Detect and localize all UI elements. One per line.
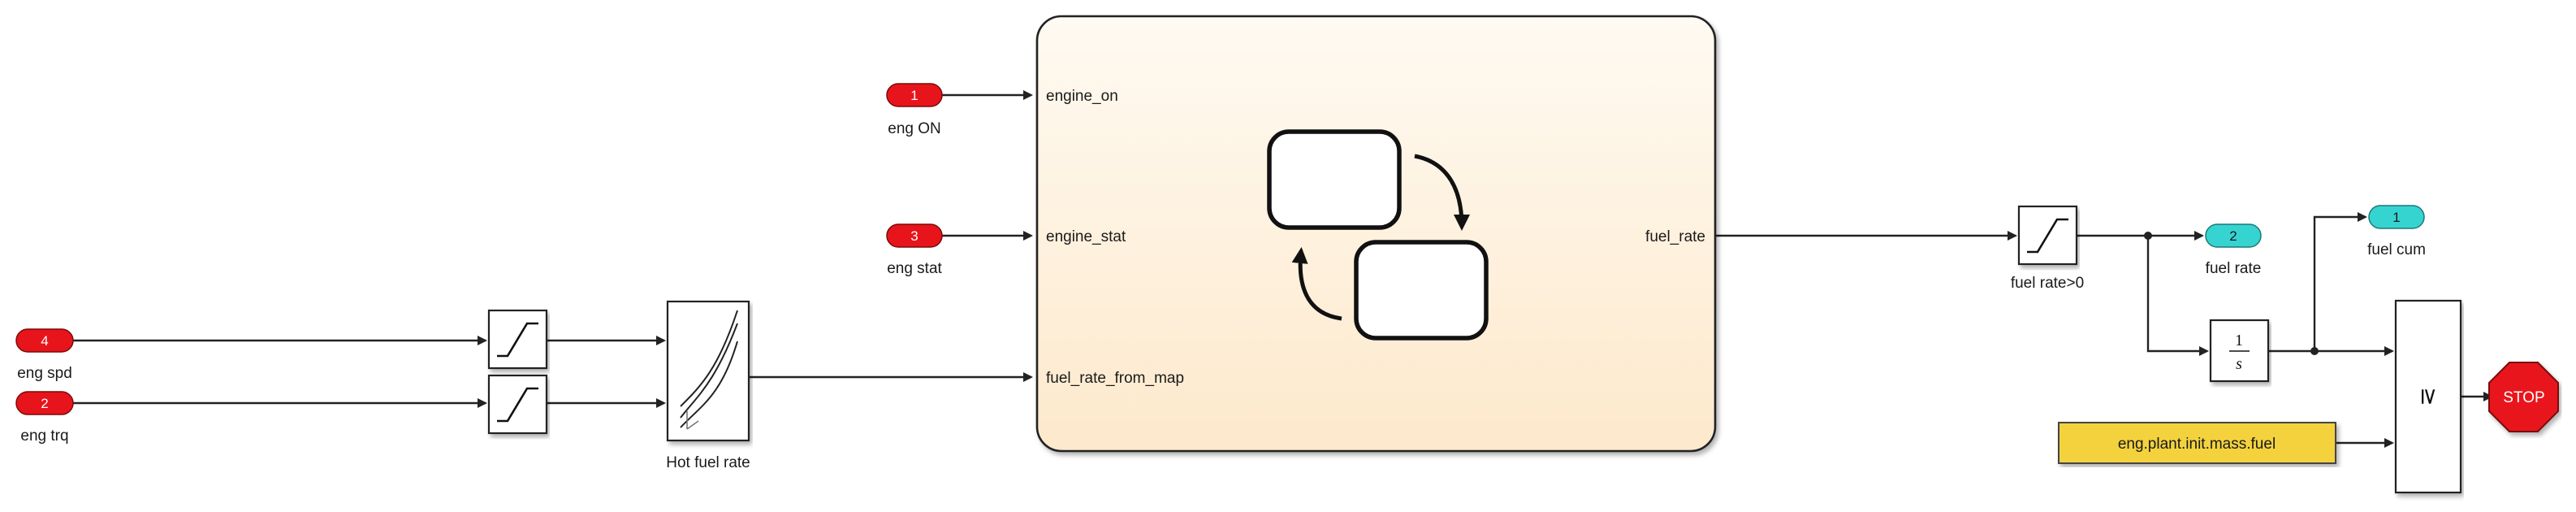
- lookup-block-label: Hot fuel rate: [666, 454, 750, 471]
- outport-label: fuel rate: [2206, 260, 2262, 277]
- outport-number: 1: [2392, 210, 2400, 225]
- saturation-block-spd[interactable]: [487, 309, 548, 370]
- stateflow-chart-block[interactable]: engine_on engine_stat fuel_rate_from_map…: [1035, 15, 1717, 453]
- saturation-icon: [2027, 218, 2068, 254]
- branch-point: [2310, 347, 2319, 355]
- branch-point: [2144, 232, 2152, 240]
- inport-label: eng spd: [17, 365, 72, 382]
- wire-integrator-outport1: [2313, 212, 2367, 351]
- outport-fuel-cum[interactable]: 1 fuel cum: [2367, 205, 2426, 258]
- outport-label: fuel cum: [2367, 241, 2426, 258]
- integrator-block[interactable]: 1 s: [2209, 319, 2270, 383]
- stateflow-icon: [1267, 129, 1489, 341]
- saturation-icon: [497, 387, 538, 423]
- inport-label: eng trq: [20, 427, 68, 445]
- constant-value: eng.plant.init.mass.fuel: [2118, 436, 2276, 453]
- inport-label: eng stat: [887, 260, 942, 277]
- inport-number: 1: [910, 88, 918, 103]
- saturation-block-trq[interactable]: [487, 374, 548, 435]
- greater-equal-icon: ≥: [2416, 387, 2443, 406]
- wire-sat-integrator: [2146, 236, 2209, 356]
- inport-eng-trq[interactable]: 2 eng trq: [15, 391, 74, 445]
- relational-operator-block[interactable]: ≥: [2394, 299, 2462, 494]
- inport-eng-spd[interactable]: 4 eng spd: [15, 328, 74, 382]
- inport-label: eng ON: [888, 120, 940, 137]
- integrator-numerator: 1: [2235, 332, 2243, 349]
- saturation-icon: [497, 322, 538, 358]
- constant-block[interactable]: eng.plant.init.mass.fuel: [2058, 422, 2336, 464]
- chart-output-label: fuel_rate: [1645, 228, 1705, 245]
- saturation-block-fuel-rate[interactable]: fuel rate>0: [2011, 205, 2084, 292]
- lookup-axis-icon: [686, 411, 699, 430]
- inport-eng-on[interactable]: 1 eng ON: [886, 83, 943, 137]
- chart-input-label: fuel_rate_from_map: [1046, 370, 1184, 387]
- inport-eng-stat[interactable]: 3 eng stat: [886, 223, 943, 277]
- lookup-table-block[interactable]: Hot fuel rate: [666, 300, 750, 471]
- chart-input-label: engine_stat: [1046, 228, 1126, 245]
- signal-lines: [73, 90, 2493, 448]
- inport-number: 3: [910, 228, 918, 244]
- chart-input-label: engine_on: [1046, 88, 1118, 105]
- saturation-block-label: fuel rate>0: [2011, 275, 2084, 292]
- stop-octagon-icon: [2488, 362, 2559, 432]
- lookup-curve-icon: [680, 323, 738, 419]
- inport-number: 4: [41, 333, 48, 349]
- outport-number: 2: [2229, 228, 2237, 244]
- inport-number: 2: [41, 396, 48, 411]
- outport-fuel-rate[interactable]: 2 fuel rate: [2205, 223, 2262, 277]
- stop-block[interactable]: STOP: [2488, 362, 2559, 432]
- integrator-denominator: s: [2236, 355, 2242, 373]
- lookup-curve-icon: [680, 310, 738, 407]
- stop-label: STOP: [2503, 389, 2544, 406]
